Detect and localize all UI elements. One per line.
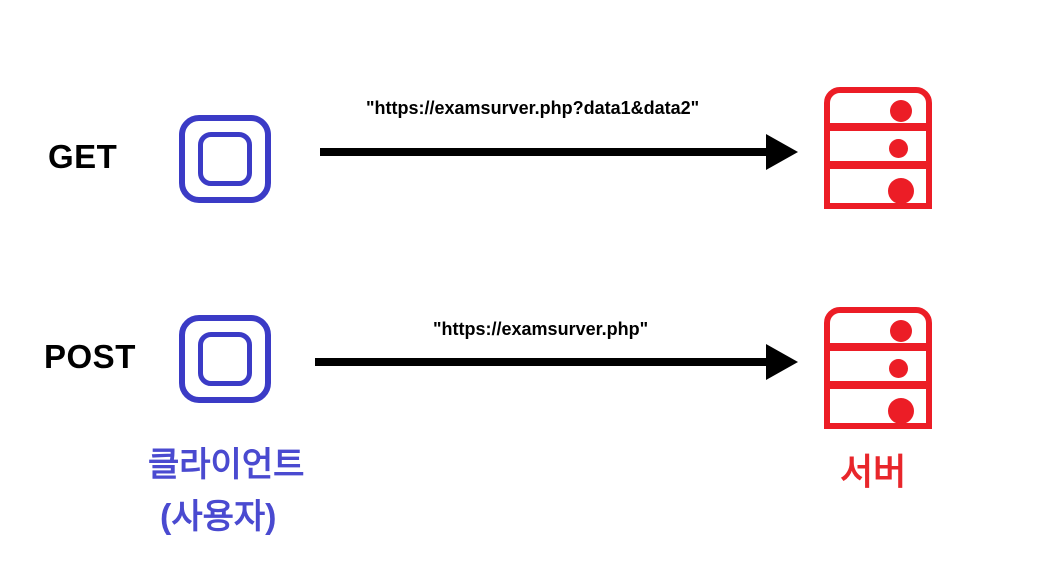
arrow-shaft: [315, 358, 768, 366]
client-entity-sublabel: (사용자): [160, 498, 277, 536]
client-device-icon-get: [179, 115, 271, 203]
server-rack-icon-post: [824, 307, 932, 429]
server-indicator-dot: [888, 178, 914, 204]
client-outer-frame: [179, 115, 271, 203]
server-rack-unit-2: [824, 345, 932, 387]
server-indicator-dot: [890, 100, 912, 122]
arrow-head-icon: [766, 134, 798, 170]
client-inner-screen: [198, 132, 252, 186]
arrow-shaft: [320, 148, 768, 156]
request-arrow-get: [320, 132, 798, 172]
server-rack-unit-1: [824, 87, 932, 129]
request-url-label-post: "https://examsurver.php": [433, 319, 649, 339]
client-entity-label: 클라이언트: [148, 446, 305, 484]
server-rack-unit-3: [824, 163, 932, 209]
client-inner-screen: [198, 332, 252, 386]
server-indicator-dot: [889, 139, 908, 158]
server-indicator-dot: [889, 359, 908, 378]
server-rack-unit-3: [824, 383, 932, 429]
client-device-icon-post: [179, 315, 271, 403]
server-rack-icon-get: [824, 87, 932, 209]
request-url-label-get: "https://examsurver.php?data1&data2": [366, 98, 700, 118]
server-entity-label: 서버: [840, 451, 907, 492]
server-rack-unit-2: [824, 125, 932, 167]
server-rack-unit-1: [824, 307, 932, 349]
server-indicator-dot: [888, 398, 914, 424]
server-indicator-dot: [890, 320, 912, 342]
request-arrow-post: [315, 342, 798, 382]
method-label-get: GET: [48, 138, 118, 175]
arrow-head-icon: [766, 344, 798, 380]
method-label-post: POST: [44, 338, 136, 375]
